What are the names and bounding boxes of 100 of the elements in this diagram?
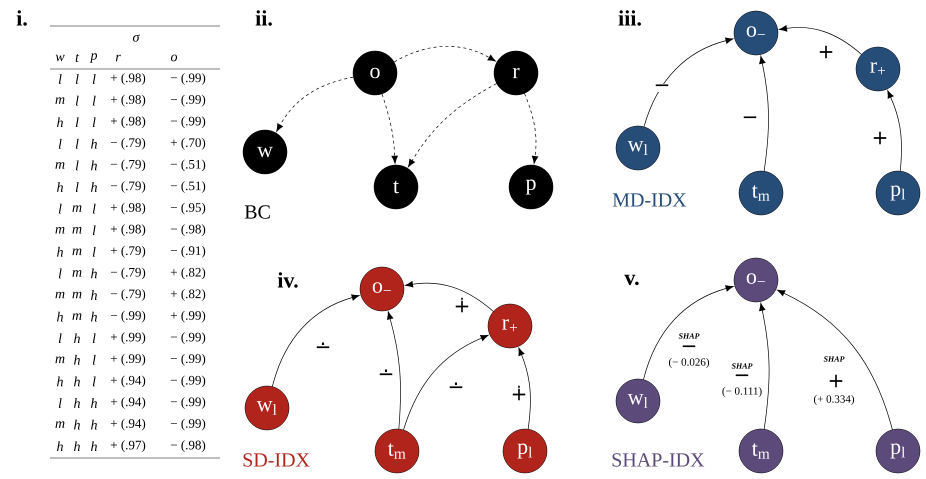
table-cell: h bbox=[91, 268, 97, 278]
panel-number: iv. bbox=[278, 272, 298, 288]
arrow bbox=[403, 334, 489, 430]
table-cell: m bbox=[55, 356, 64, 364]
edge-label: ∔ bbox=[510, 385, 528, 401]
table-cell: − (.95) bbox=[170, 202, 206, 214]
table-cell: + (.79) bbox=[110, 246, 146, 258]
table-cell: − (.99) bbox=[170, 332, 206, 344]
edge-label: − bbox=[653, 84, 671, 92]
table-cell: + (.98) bbox=[110, 224, 146, 236]
table-cell: l bbox=[92, 117, 96, 128]
table-cell: l bbox=[92, 354, 96, 365]
panel-number: i. bbox=[16, 10, 27, 26]
table-cell: − (.99) bbox=[170, 94, 206, 106]
arrow bbox=[779, 25, 862, 55]
table-cell: h bbox=[91, 138, 97, 149]
table-header: σ bbox=[132, 34, 140, 42]
arrow bbox=[524, 93, 538, 164]
table-cell: − (.99) bbox=[170, 354, 206, 366]
table-cell: m bbox=[72, 292, 82, 298]
table-cell: h bbox=[74, 398, 80, 408]
table-cell: m bbox=[55, 162, 64, 169]
table-cell: h bbox=[91, 312, 97, 322]
table-cell: − (.98) bbox=[170, 440, 206, 452]
table-cell: l bbox=[58, 398, 62, 408]
table-cell: l bbox=[92, 246, 96, 257]
table-cell: l bbox=[58, 138, 62, 149]
arrow bbox=[387, 311, 401, 430]
table-cell: − (.79) bbox=[110, 160, 146, 172]
table-cell: l bbox=[76, 96, 79, 106]
shap-label: SHAP bbox=[824, 356, 844, 362]
table-cell: m bbox=[72, 226, 82, 234]
table-cell: − (.91) bbox=[170, 246, 206, 258]
table-cell: + (.82) bbox=[170, 289, 206, 301]
panel-number: v. bbox=[624, 274, 639, 286]
arrow bbox=[382, 94, 398, 164]
table-cell: l bbox=[76, 182, 79, 192]
edge-label: − bbox=[680, 344, 698, 354]
arrow bbox=[394, 46, 496, 62]
table-cell: − (.99) bbox=[170, 73, 206, 85]
table-header: t bbox=[76, 54, 80, 62]
table-cell: h bbox=[91, 160, 97, 170]
arrow bbox=[276, 76, 354, 132]
table-cell: h bbox=[74, 441, 80, 452]
table-cell: h bbox=[57, 117, 63, 128]
table-cell: l bbox=[92, 96, 96, 106]
arrow bbox=[408, 83, 497, 168]
table-cell: h bbox=[91, 441, 97, 452]
table-cell: h bbox=[91, 182, 97, 192]
table-cell: − (.51) bbox=[170, 160, 206, 172]
edge-label: − bbox=[741, 116, 759, 124]
method-label: MD-IDX bbox=[612, 193, 686, 207]
table-cell: l bbox=[58, 204, 62, 214]
table-cell: + (.99) bbox=[110, 332, 146, 344]
table-cell: + (.98) bbox=[110, 116, 146, 128]
table-cell: h bbox=[91, 398, 97, 408]
table-cell: l bbox=[76, 74, 79, 84]
shap-value: (+ 0.334) bbox=[814, 395, 854, 405]
table-cell: h bbox=[91, 290, 97, 300]
panel-number: ii. bbox=[256, 10, 272, 26]
edge-label: + bbox=[827, 374, 845, 388]
shap-label: SHAP bbox=[678, 333, 700, 339]
table-cell: m bbox=[55, 292, 64, 298]
table-cell: l bbox=[76, 117, 79, 128]
table-cell: − (.79) bbox=[110, 268, 146, 280]
table-cell: m bbox=[72, 205, 82, 212]
table-cell: + (.99) bbox=[110, 354, 146, 366]
table-cell: + (.98) bbox=[110, 202, 146, 214]
arrow bbox=[759, 56, 769, 172]
arrow bbox=[643, 285, 734, 380]
table-cell: − (.51) bbox=[170, 181, 206, 193]
table-cell: + (.98) bbox=[110, 73, 146, 85]
table-cell: − (.79) bbox=[110, 138, 146, 150]
table-cell: h bbox=[57, 182, 63, 192]
table-cell: l bbox=[76, 138, 79, 149]
table-cell: m bbox=[55, 421, 64, 428]
arrow bbox=[777, 290, 893, 430]
table-cell: − (.79) bbox=[110, 289, 146, 301]
arrow bbox=[272, 294, 360, 387]
table-cell: + (.82) bbox=[170, 268, 206, 280]
table-cell: + (.97) bbox=[110, 440, 146, 452]
table-cell: + (.94) bbox=[110, 418, 146, 430]
method-label: BC bbox=[244, 205, 270, 219]
edge-label: + bbox=[871, 131, 889, 145]
table-cell: l bbox=[92, 376, 96, 386]
table-cell: − (.79) bbox=[110, 181, 146, 193]
table-header: o bbox=[170, 54, 178, 62]
table-cell: h bbox=[57, 246, 63, 257]
arrow bbox=[644, 37, 734, 127]
table-cell: h bbox=[74, 354, 80, 365]
table-cell: + (.99) bbox=[170, 310, 206, 322]
table-cell: + (.70) bbox=[170, 138, 206, 150]
edge-label: ∔ bbox=[453, 297, 471, 313]
table-cell: + (.98) bbox=[110, 94, 146, 106]
table-header: r bbox=[116, 54, 121, 62]
table-cell: l bbox=[92, 225, 96, 236]
table-cell: − (.99) bbox=[170, 418, 206, 430]
table-cell: h bbox=[57, 441, 63, 452]
table-cell: m bbox=[72, 248, 82, 256]
method-label: SHAP-IDX bbox=[612, 453, 704, 467]
